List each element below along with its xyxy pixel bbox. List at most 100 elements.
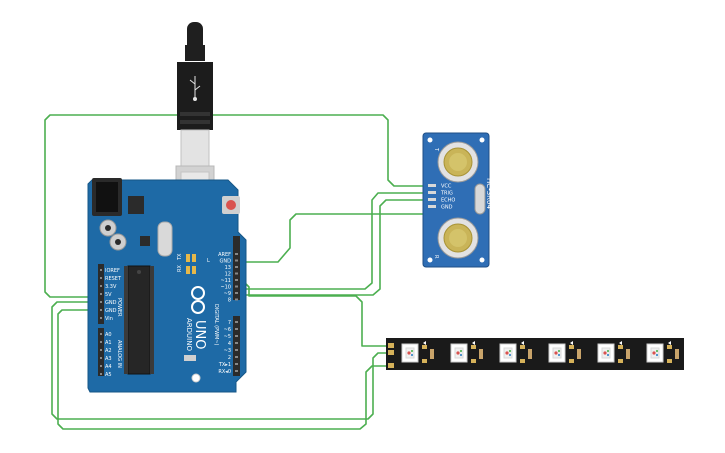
- wire-pin6-to-strip-din[interactable]: [237, 281, 389, 347]
- power-pin-label: 3.3V: [105, 284, 117, 290]
- led-pixel: [499, 341, 532, 363]
- sensor-pin[interactable]: [428, 205, 436, 208]
- digital-section-label: DIGITAL (PWM~): [213, 304, 219, 346]
- sensor-pin-label: VCC: [441, 184, 452, 190]
- digital-pin[interactable]: [235, 328, 238, 330]
- strip-input-pads: [388, 343, 394, 368]
- digital-pin[interactable]: [235, 253, 238, 255]
- sensor-pin[interactable]: [428, 184, 436, 187]
- sensor-left-mark: T: [433, 147, 439, 152]
- wire-gnd-to-sensor-gnd[interactable]: [237, 213, 431, 263]
- analog-pin[interactable]: [100, 365, 102, 367]
- digital-pin-label: ~6: [224, 327, 231, 333]
- sensor-pin[interactable]: [428, 198, 436, 201]
- power-pin[interactable]: [100, 309, 102, 311]
- power-pin[interactable]: [100, 269, 102, 271]
- usb-icon: [189, 76, 201, 101]
- digital-pin[interactable]: [235, 335, 238, 337]
- power-pin[interactable]: [100, 277, 102, 279]
- reset-button[interactable]: [222, 196, 240, 214]
- crystal: [157, 221, 173, 257]
- analog-pin[interactable]: [100, 341, 102, 343]
- digital-pin[interactable]: [235, 272, 238, 275]
- sensor-crystal: [474, 183, 486, 215]
- arduino-logo: ARDUINO UNO: [185, 286, 207, 351]
- digital-pin[interactable]: [235, 321, 238, 323]
- sensor-model: HC-SR04: [485, 178, 493, 209]
- power-pin-label: GND: [105, 300, 117, 306]
- tx-led-label: TX: [177, 253, 183, 261]
- digital-pin-label: 7: [228, 320, 231, 326]
- analog-pin-label: A4: [105, 364, 112, 370]
- digital-pin-label: 2: [228, 355, 231, 361]
- digital-pin[interactable]: [235, 298, 238, 301]
- power-pin-label: 5V: [105, 292, 112, 298]
- wire-gnd-to-strip-gnd[interactable]: [57, 309, 389, 430]
- power-pin[interactable]: [100, 301, 102, 303]
- analog-pin[interactable]: [100, 349, 102, 351]
- digital-pin[interactable]: [235, 292, 238, 294]
- digital-pin[interactable]: [235, 279, 238, 281]
- l-led-label: L: [207, 258, 210, 264]
- sensor-pin[interactable]: [428, 191, 436, 194]
- digital-pin[interactable]: [235, 285, 238, 288]
- neopixel-strip[interactable]: [386, 338, 684, 370]
- digital-pin[interactable]: [235, 266, 238, 268]
- transducer-bottom: [437, 217, 479, 259]
- analog-pin-label: A1: [105, 340, 112, 346]
- digital-pin-label: AREF: [218, 252, 231, 258]
- power-section-label: POWER: [116, 298, 122, 317]
- analog-pin-label: A5: [105, 372, 112, 378]
- digital-pin[interactable]: [235, 349, 238, 351]
- digital-pin[interactable]: [235, 363, 238, 365]
- power-pin[interactable]: [100, 293, 102, 295]
- sensor-pin-label: GND: [441, 205, 453, 211]
- wire-5v-to-strip-vcc[interactable]: [51, 301, 389, 420]
- ic-socket-right: [150, 266, 154, 374]
- arduino-uno-board[interactable]: TX RX L ARDUINO UNO POWER ANALOG IN IORE…: [87, 178, 247, 393]
- digital-pin[interactable]: [235, 370, 238, 372]
- digital-pin-label: 8: [228, 298, 231, 304]
- mounting-hole: [191, 373, 201, 383]
- digital-pin-label: TX▸1: [218, 362, 231, 368]
- digital-pin-label: ~5: [224, 334, 231, 340]
- digital-pin-label: 12: [225, 272, 231, 278]
- analog-header: [98, 328, 104, 376]
- arduino-brand: ARDUINO: [185, 318, 193, 351]
- digital-pin[interactable]: [235, 259, 238, 262]
- digital-pin-label: ~11: [220, 278, 231, 284]
- analog-pin[interactable]: [100, 333, 102, 335]
- power-pin-label: IOREF: [105, 268, 120, 274]
- digital-pin[interactable]: [235, 356, 238, 358]
- analog-pin-label: A3: [105, 356, 112, 362]
- wire-5v-to-vcc[interactable]: [44, 114, 431, 298]
- wire-pin9-to-echo[interactable]: [237, 199, 431, 296]
- power-pin-label: GND: [105, 308, 117, 314]
- ic-socket-left: [124, 266, 128, 374]
- sensor-pin-label: TRIG: [440, 191, 453, 197]
- power-pin[interactable]: [100, 317, 102, 319]
- analog-pin[interactable]: [100, 357, 102, 359]
- digital-pin-label: ~10: [220, 285, 231, 291]
- analog-pin-label: A2: [105, 348, 112, 354]
- digital-pin[interactable]: [235, 342, 238, 344]
- wires: [44, 114, 431, 430]
- strip-pixels: [401, 341, 679, 363]
- analog-pin[interactable]: [100, 373, 102, 375]
- digital-pin-label: ~3: [224, 348, 231, 354]
- led-pixel: [548, 341, 581, 363]
- analog-pin-label: A0: [105, 332, 112, 338]
- wire-pin10-to-trig[interactable]: [237, 192, 431, 290]
- power-pin-labels: IOREF RESET 3.3V 5V GND GND Vin: [100, 268, 122, 322]
- power-pin[interactable]: [100, 285, 102, 287]
- digital-pin-label: GND: [220, 259, 232, 265]
- atmega-chip: [127, 265, 151, 375]
- transducer-top: [437, 141, 479, 183]
- power-pin-label: Vin: [105, 316, 113, 322]
- led-pixel: [646, 341, 679, 363]
- power-pin-label: RESET: [105, 276, 122, 282]
